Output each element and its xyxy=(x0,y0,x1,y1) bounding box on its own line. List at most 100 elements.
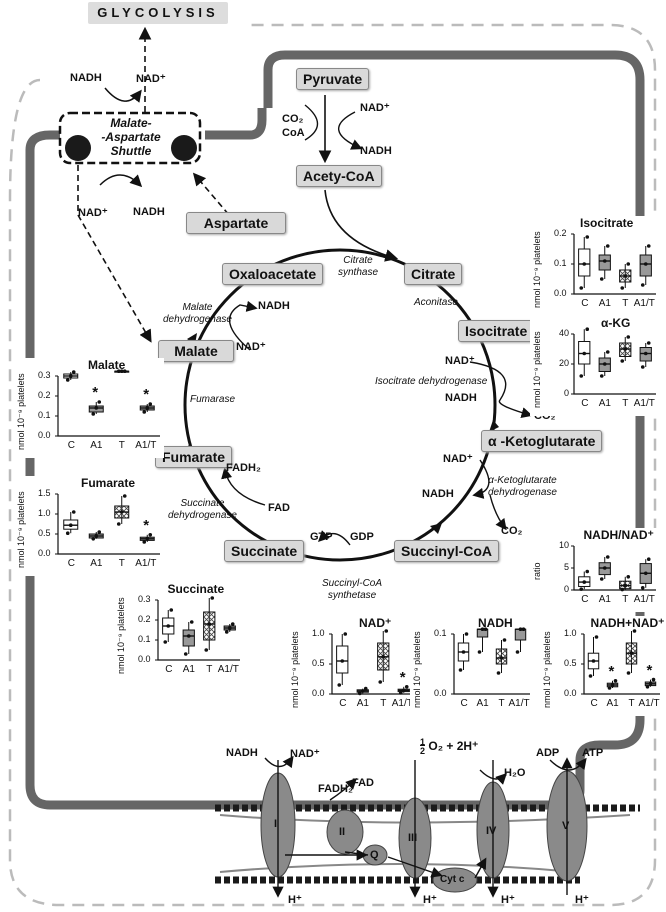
chart-title: Malate xyxy=(88,358,126,372)
nad-mdh: NAD⁺ xyxy=(236,341,266,353)
box-C xyxy=(336,632,349,687)
y-tick-label: 1.0 xyxy=(312,628,325,638)
y-tick-label: 20 xyxy=(559,358,570,368)
chart-plot xyxy=(571,545,656,592)
a-ketoglutarate-box: α -Ketoglutarate xyxy=(481,430,603,452)
y-tick-label: 0.2 xyxy=(554,228,567,238)
y-tick-label: 0.0 xyxy=(312,688,325,698)
y-tick-label: 1.5 xyxy=(38,488,51,498)
x-tick-label: A1/T xyxy=(638,698,660,709)
chart-title: NAD⁺ xyxy=(359,616,392,630)
etc-h2o: H₂O xyxy=(504,767,526,779)
x-tick-label: A1 xyxy=(598,298,611,309)
x-tick-label: C xyxy=(581,594,589,605)
y-tick-label: 0.5 xyxy=(38,528,51,538)
pyruvate-box: Pyruvate xyxy=(296,68,370,90)
x-tick-label: A1/T xyxy=(217,664,239,675)
box-A1/T xyxy=(644,677,657,689)
box-C xyxy=(578,569,591,591)
x-tick-label: A1/T xyxy=(508,698,530,709)
oxaloacetate-box: Oxaloacetate xyxy=(222,263,324,285)
aconitase-label: Aconitase xyxy=(414,297,458,308)
etc-nadh: NADH xyxy=(226,747,258,759)
etc-atp: ATP xyxy=(582,747,604,759)
box-T xyxy=(619,335,632,363)
y-tick-label: 0.0 xyxy=(38,430,51,440)
x-tick-label: A1 xyxy=(90,440,103,451)
nadh-akg: NADH xyxy=(422,488,454,500)
chart-title: Fumarate xyxy=(81,476,136,490)
x-tick-label: C xyxy=(67,558,75,569)
y-tick-label: 1.0 xyxy=(38,508,51,518)
x-tick-label: A1 xyxy=(90,558,103,569)
box-C xyxy=(587,635,600,678)
box-C xyxy=(162,608,175,644)
succinate-box: Succinate xyxy=(224,540,305,562)
y-tick-label: 0 xyxy=(564,388,570,398)
box-A1/T xyxy=(223,622,236,634)
box-T xyxy=(495,638,508,675)
y-tick-label: 0.2 xyxy=(38,390,51,400)
x-tick-label: T xyxy=(118,440,125,451)
nad-akg: NAD⁺ xyxy=(443,453,473,465)
x-tick-label: A1/T xyxy=(135,558,157,569)
box-A1 xyxy=(476,627,489,654)
x-tick-label: A1/T xyxy=(633,298,655,309)
nadh-mdh: NADH xyxy=(258,300,290,312)
malate-box: Malate xyxy=(158,340,234,362)
chart-plot xyxy=(329,629,414,696)
significance-star: * xyxy=(92,384,99,401)
isocitrate-box: Isocitrate xyxy=(458,320,535,342)
box-T xyxy=(114,369,130,373)
chart-title: Isocitrate xyxy=(580,216,634,230)
x-tick-label: A1 xyxy=(598,398,611,409)
y-tick-label: 0 xyxy=(564,584,570,594)
x-tick-label: T xyxy=(622,398,629,409)
y-tick-label: 0.0 xyxy=(554,288,567,298)
x-tick-label: A1 xyxy=(598,594,611,605)
significance-star: * xyxy=(608,662,615,680)
nadh-idh: NADH xyxy=(445,392,477,404)
x-tick-label: C xyxy=(339,698,347,709)
h-i: H⁺ xyxy=(288,894,302,906)
y-tick-label: 0.0 xyxy=(38,548,51,558)
succinyl-coa-box: Succinyl-CoA xyxy=(394,540,500,562)
complex-v-label: V xyxy=(562,820,570,832)
y-tick-label: 0.5 xyxy=(312,658,325,668)
significance-star: * xyxy=(646,661,653,679)
x-tick-label: A1 xyxy=(476,698,489,709)
x-tick-label: T xyxy=(206,664,213,675)
chart-plot xyxy=(581,629,660,695)
y-tick-label: 0.1 xyxy=(138,634,151,644)
box-T xyxy=(114,494,130,526)
shuttle-box xyxy=(58,111,202,165)
box-A1/T xyxy=(397,685,410,695)
box-A1 xyxy=(606,679,619,690)
chart-title: NADH+NAD⁺ xyxy=(590,616,665,630)
y-tick-label: 0.5 xyxy=(564,658,577,668)
box-A1/T xyxy=(639,244,652,287)
chart-plot xyxy=(571,327,656,395)
significance-star: * xyxy=(399,668,406,686)
box-T xyxy=(619,575,632,592)
box-A1/T xyxy=(139,402,155,414)
y-tick-label: 0.1 xyxy=(38,410,51,420)
box-A1/T xyxy=(514,627,527,654)
box-A1/T xyxy=(639,341,652,369)
x-tick-label: C xyxy=(460,698,468,709)
box-C xyxy=(63,370,79,382)
nadh-shuttle: NADH xyxy=(133,206,165,218)
tca-cycle xyxy=(183,248,497,562)
citrate-box: Citrate xyxy=(404,263,463,285)
complex-iii-label: III xyxy=(408,832,418,844)
box-A1 xyxy=(182,620,195,656)
